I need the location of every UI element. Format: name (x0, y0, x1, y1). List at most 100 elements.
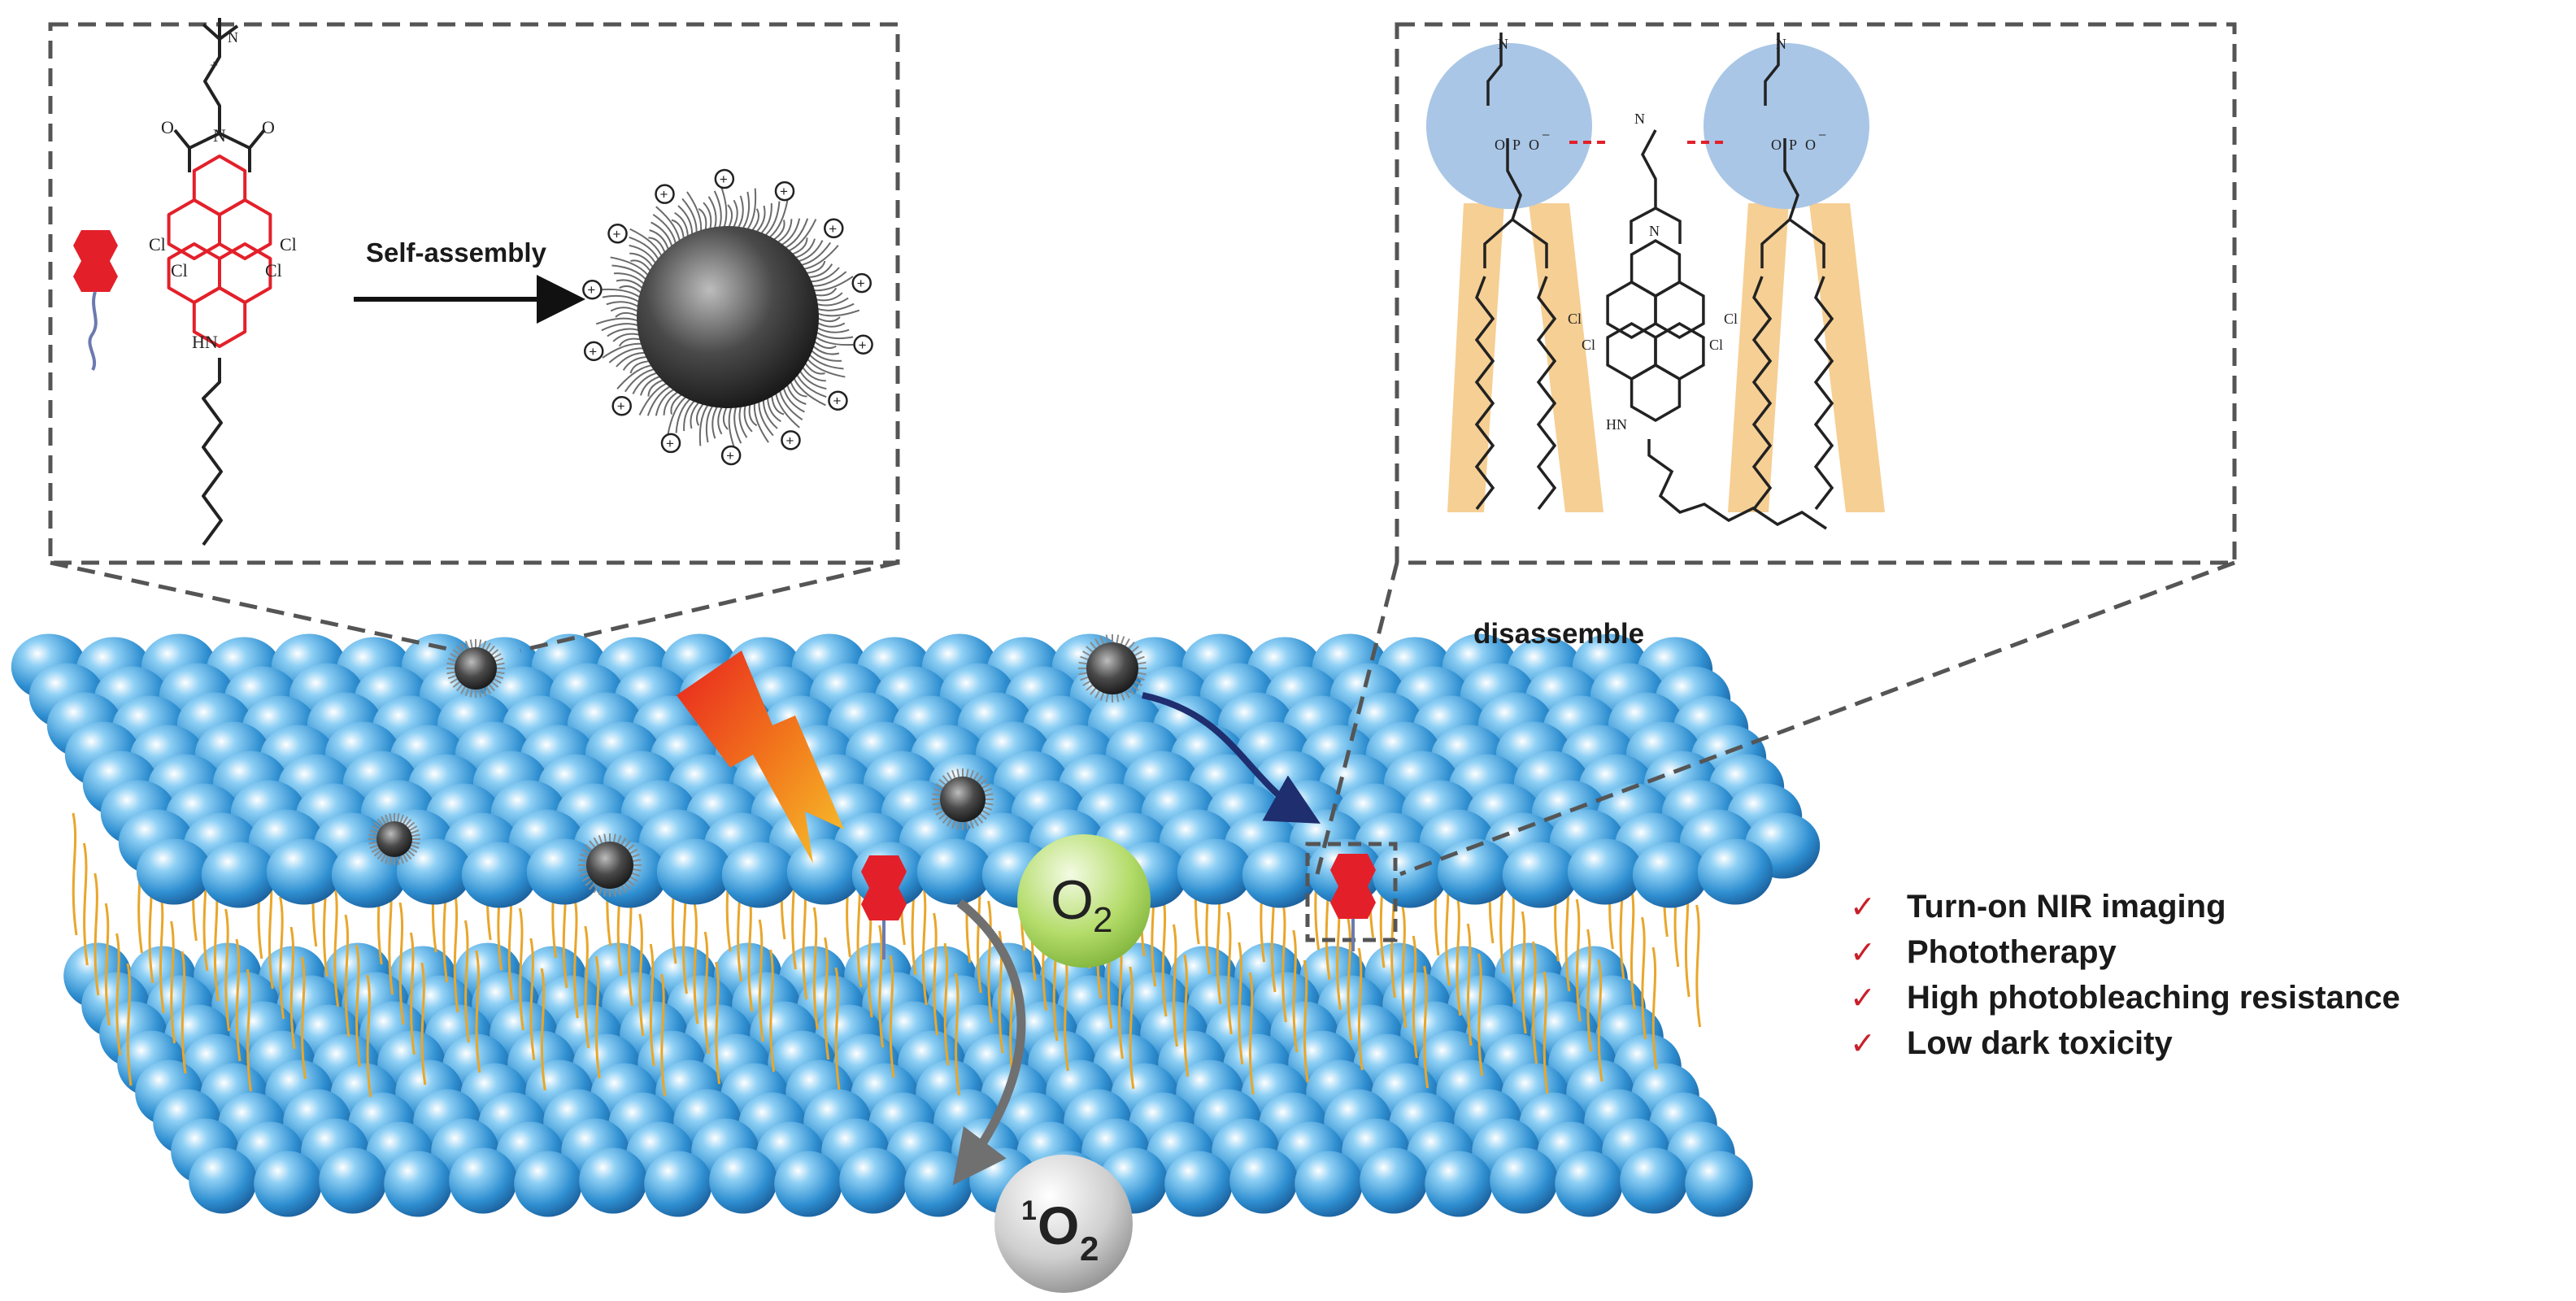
lipid-head (579, 1147, 647, 1214)
charge-sign: + (859, 337, 867, 353)
charge-circle (851, 272, 872, 294)
charge-circle (611, 395, 632, 416)
dye-icon (73, 230, 118, 371)
lipid-head (1620, 1147, 1688, 1214)
check-icon: ✓ (1850, 889, 1876, 925)
lipid-bilayer-membrane (11, 633, 1821, 1217)
oxygen-subscript: 2 (1093, 900, 1112, 940)
carbonyl-o-left: O (161, 117, 174, 137)
nanoparticle-icon (1078, 634, 1147, 703)
lipid-head (384, 1151, 452, 1217)
perylene-core (167, 154, 272, 348)
chloro-3: Cl (280, 234, 297, 255)
chloro-2: Cl (171, 260, 188, 281)
chloro-1: Cl (149, 234, 166, 255)
charge-circle (582, 279, 603, 300)
phosphate-left-o2: O (1529, 137, 1539, 153)
dye-icon (861, 855, 907, 959)
lipid-head (1685, 1151, 1753, 1217)
chloro-4: Cl (265, 260, 282, 281)
singlet-subscript: 2 (1080, 1229, 1099, 1268)
lipid-head (266, 838, 342, 905)
lipid-head (1632, 842, 1708, 908)
phosphate-right-p: P (1789, 137, 1797, 153)
lipid-head (839, 1147, 907, 1214)
phosphate-right-o: O (1771, 137, 1782, 153)
lipid-head (1229, 1147, 1298, 1214)
charge-sign: + (720, 172, 728, 187)
check-icon: ✓ (1850, 934, 1876, 970)
perylene-dye-structure: N O O N + Cl Cl Cl Cl HN (149, 18, 297, 546)
lipid-head (1177, 838, 1253, 905)
charge-circle (774, 181, 795, 202)
dye-ammonium-n: N (1634, 111, 1645, 127)
nanoparticle-large: ++++++++++++++ (582, 168, 873, 466)
lipid-head (1360, 1147, 1428, 1214)
lipid-head (136, 838, 212, 905)
benefit-item: ✓ High photobleaching resistance (1850, 975, 2400, 1020)
benefit-label: Low dark toxicity (1907, 1025, 2173, 1061)
lipid-head (254, 1151, 322, 1217)
charge-sign: + (613, 226, 621, 241)
charge-circle (720, 445, 742, 466)
benefits-list: ✓ Turn-on NIR imaging ✓ Phototherapy ✓ H… (1850, 884, 2400, 1066)
lipid-head (1490, 1147, 1558, 1214)
amine-nh: HN (192, 332, 218, 352)
charge-circle (660, 433, 681, 454)
oxygen-molecule: O 2 (1017, 834, 1151, 968)
lipid-head (1164, 1151, 1233, 1217)
panel-chloro-4: Cl (1709, 337, 1723, 353)
lipid-tails (72, 812, 1702, 1098)
insertion-arrow (1142, 692, 1321, 824)
nanoparticle-icon (368, 813, 420, 865)
charge-sign: + (660, 187, 668, 202)
lipid-head (774, 1151, 842, 1217)
oxygen-symbol: O (1051, 869, 1094, 931)
lipid-head (189, 1147, 257, 1214)
choline-left-n: N (1498, 36, 1508, 52)
lipid-head (461, 842, 537, 908)
benefit-item: ✓ Low dark toxicity (1850, 1020, 2400, 1066)
dye-icon (1330, 854, 1376, 951)
charge-circle (824, 218, 844, 239)
charge-sign: + (587, 282, 595, 298)
lipid-head (1437, 838, 1513, 905)
energy-transfer-arrow (952, 899, 1026, 1186)
lipid-head (1555, 1151, 1623, 1217)
lipid-head (1697, 838, 1773, 905)
charge-sign: + (589, 344, 597, 359)
benefit-item: ✓ Phototherapy (1850, 929, 2400, 975)
carbonyl-o-right: O (262, 117, 275, 137)
benefit-label: High photobleaching resistance (1907, 979, 2400, 1016)
lipid-head (396, 838, 472, 905)
lipid-head (1567, 838, 1643, 905)
lipid-head (1295, 1151, 1363, 1217)
lipid-head (319, 1147, 387, 1214)
phosphate-left-p: P (1512, 137, 1521, 153)
singlet-symbol: O (1038, 1195, 1079, 1255)
imide-group (173, 18, 266, 172)
phosphate-left-o: O (1495, 137, 1505, 153)
charge-sign: + (857, 276, 865, 291)
charge-circle (714, 168, 735, 189)
charge-sign: + (617, 398, 625, 414)
lipid-head (201, 842, 277, 908)
lightning-icon (677, 650, 844, 864)
lipid-head (1242, 842, 1318, 908)
panel-chloro-3: Cl (1724, 311, 1738, 327)
charge-sign: + (829, 221, 837, 237)
lipid-head (721, 842, 798, 908)
nanoparticle-icon (578, 833, 642, 897)
surface-charges: ++++++++++++++ (582, 168, 873, 466)
lipid-head (644, 1151, 712, 1217)
phosphate-right-o2: O (1805, 137, 1816, 153)
lipid-head (514, 1151, 582, 1217)
lipid-head (656, 838, 733, 905)
phosphate-right-minus: − (1818, 127, 1826, 143)
benefit-label: Phototherapy (1907, 933, 2117, 970)
charge-sign: + (785, 433, 794, 448)
nanoparticle-icon (932, 768, 994, 830)
lipid-head (1372, 842, 1448, 908)
nanoparticle-icon (446, 639, 505, 698)
